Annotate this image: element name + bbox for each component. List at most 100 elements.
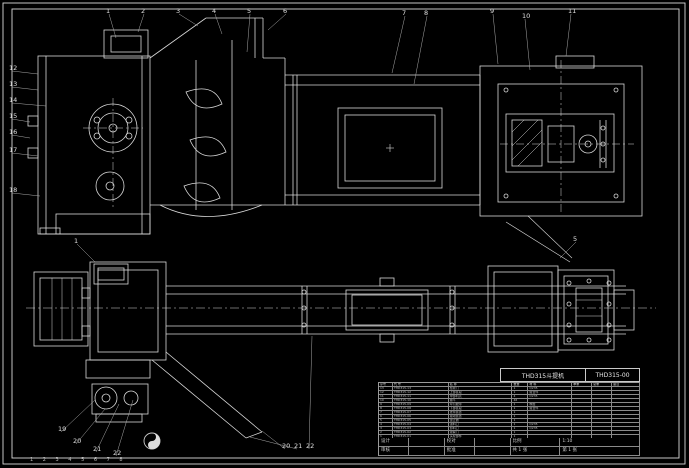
parts-cell [612, 427, 640, 431]
callout-leader [565, 13, 572, 57]
callout-label: 13 [9, 80, 17, 88]
parts-cell [528, 431, 573, 435]
parts-cell: 1 [512, 391, 529, 395]
parts-cell [592, 431, 613, 435]
parts-cell [572, 403, 593, 407]
parts-header-cell: 代 号 [392, 383, 449, 387]
parts-cell [528, 419, 573, 423]
parts-cell: 46 [512, 399, 529, 403]
parts-cell: 3 [379, 427, 393, 431]
parts-cell: 6 [379, 415, 393, 419]
title-block-cell: 比例 [510, 438, 561, 447]
callout-leader [559, 241, 577, 259]
callout-leader [391, 15, 406, 74]
parts-cell: 1 [512, 419, 529, 423]
fold-marks: 1 2 3 4 5 6 7 8 [30, 457, 127, 463]
parts-cell: 12 [379, 391, 393, 395]
callout-leader [11, 152, 39, 157]
callout-label: 21 [93, 445, 101, 453]
parts-cell [592, 391, 613, 395]
callout-leader [60, 399, 96, 433]
logo-mark [143, 432, 161, 450]
callout-label: 19 [58, 425, 66, 433]
parts-cell: 5 [379, 419, 393, 423]
parts-cell [572, 427, 593, 431]
callout-leader [137, 13, 145, 33]
parts-cell [592, 419, 613, 423]
parts-cell: THD315-11 [392, 395, 449, 399]
title-block-cell: 1:10 [560, 438, 640, 447]
callout-leader [11, 192, 41, 197]
parts-cell: 13 [379, 387, 393, 391]
title-block-cell: 批准 [444, 447, 475, 456]
parts-cell: 4 [512, 395, 529, 399]
callout-leader [95, 403, 120, 453]
parts-cell [592, 395, 613, 399]
callout-label: 11 [568, 7, 576, 15]
callout-label: 21 [294, 442, 302, 450]
parts-cell [572, 399, 593, 403]
parts-cell [612, 415, 640, 419]
parts-cell [612, 431, 640, 435]
callout-leader [115, 399, 134, 457]
parts-cell [612, 391, 640, 395]
callout-label: 14 [9, 96, 17, 104]
callout-leader [246, 13, 251, 53]
title-block-row: 审核批准共 1 张第 1 张 [379, 447, 640, 456]
parts-header-cell: 序号 [379, 383, 393, 387]
callout-leader [76, 243, 96, 263]
parts-cell: THD315-10 [392, 399, 449, 403]
parts-cell: THD315-07 [392, 411, 449, 415]
callout-leader [524, 18, 531, 71]
parts-cell: 8 [379, 407, 393, 411]
parts-cell [572, 407, 593, 411]
callout-label: 20 [73, 437, 81, 445]
parts-header-cell: 单重 [572, 383, 593, 387]
callout-leader [11, 86, 39, 91]
parts-cell: THD315-08 [392, 407, 449, 411]
parts-cell [612, 419, 640, 423]
parts-cell: THD315-13 [392, 387, 449, 391]
parts-cell [572, 419, 593, 423]
parts-cell [612, 407, 640, 411]
parts-cell [592, 403, 613, 407]
parts-cell [612, 387, 640, 391]
title-block-cell [474, 438, 511, 447]
parts-cell [528, 415, 573, 419]
parts-cell: Q235 [528, 395, 573, 399]
callout-label: 3 [176, 7, 180, 15]
parts-header-cell: 备注 [612, 383, 640, 387]
parts-cell: 组合件 [528, 407, 573, 411]
callout-label: 7 [402, 9, 406, 17]
parts-cell: THD315-09 [392, 403, 449, 407]
parts-cell: 观察门 [448, 431, 513, 435]
parts-cell: 张紧装置 [448, 411, 513, 415]
callout-label: 22 [306, 442, 314, 450]
parts-cell: 卸料口 [448, 427, 513, 431]
title-block-cell: 审核 [379, 447, 409, 456]
callout-leader [267, 13, 287, 31]
parts-cell [528, 411, 573, 415]
parts-cell [612, 403, 640, 407]
parts-cell: 畚斗 [448, 399, 513, 403]
title-block-cell: 设计 [379, 438, 409, 447]
parts-cell: 检视门 [448, 387, 513, 391]
callout-leader [11, 102, 47, 107]
parts-cell [572, 431, 593, 435]
parts-cell: 下部区段 [448, 407, 513, 411]
plan-view [26, 261, 656, 439]
parts-cell: Q235 [528, 387, 573, 391]
callout-label: 18 [9, 186, 17, 194]
parts-cell: THD315-06 [392, 415, 449, 419]
title-block-cell [408, 447, 445, 456]
side-view [27, 17, 643, 263]
parts-cell: 1 [512, 415, 529, 419]
